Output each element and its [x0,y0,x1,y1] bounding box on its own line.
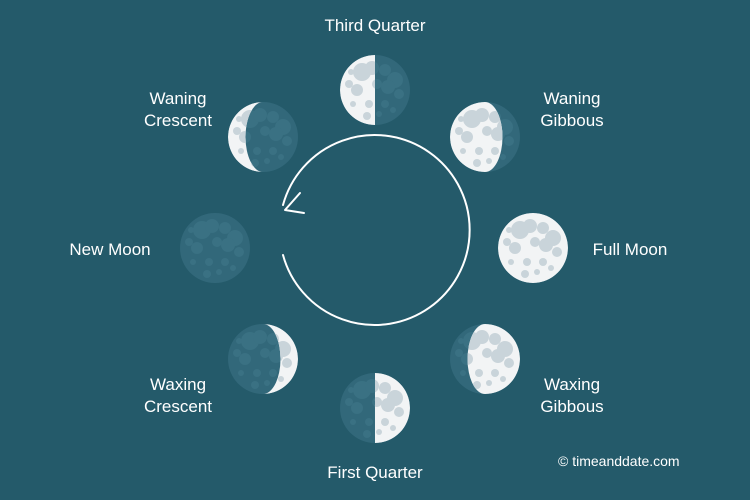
label-waning-crescent: Waning Crescent [143,89,213,130]
moon-lit-portion [450,102,503,172]
label-waxing-gibbous: Waxing Gibbous [540,375,604,416]
moon-third-quarter [340,55,410,125]
moon-lit-portion [374,373,410,443]
label-waning-gibbous: Waning Gibbous [540,89,604,130]
moon-lit-portion [340,55,376,125]
credit-text: © timeanddate.com [558,453,680,469]
moon-lit-portion [498,213,568,283]
moon-full-moon [498,213,568,283]
moon-first-quarter [340,373,410,443]
label-full-moon: Full Moon [592,240,668,259]
circular-arrow-icon [282,134,471,326]
moon-waning-crescent [228,102,298,172]
label-waxing-crescent: Waxing Crescent [143,375,213,416]
label-first-quarter: First Quarter [327,463,423,482]
moon-new-moon [180,213,250,283]
moon-lit-portion [467,324,520,394]
label-third-quarter: Third Quarter [324,16,426,35]
label-new-moon: New Moon [69,240,151,259]
moon-waxing-gibbous [450,324,520,394]
moon-lit-portion [228,102,263,172]
moon-lit-portion [263,324,298,394]
moon-waning-gibbous [450,102,520,172]
moon-waxing-crescent [228,324,298,394]
